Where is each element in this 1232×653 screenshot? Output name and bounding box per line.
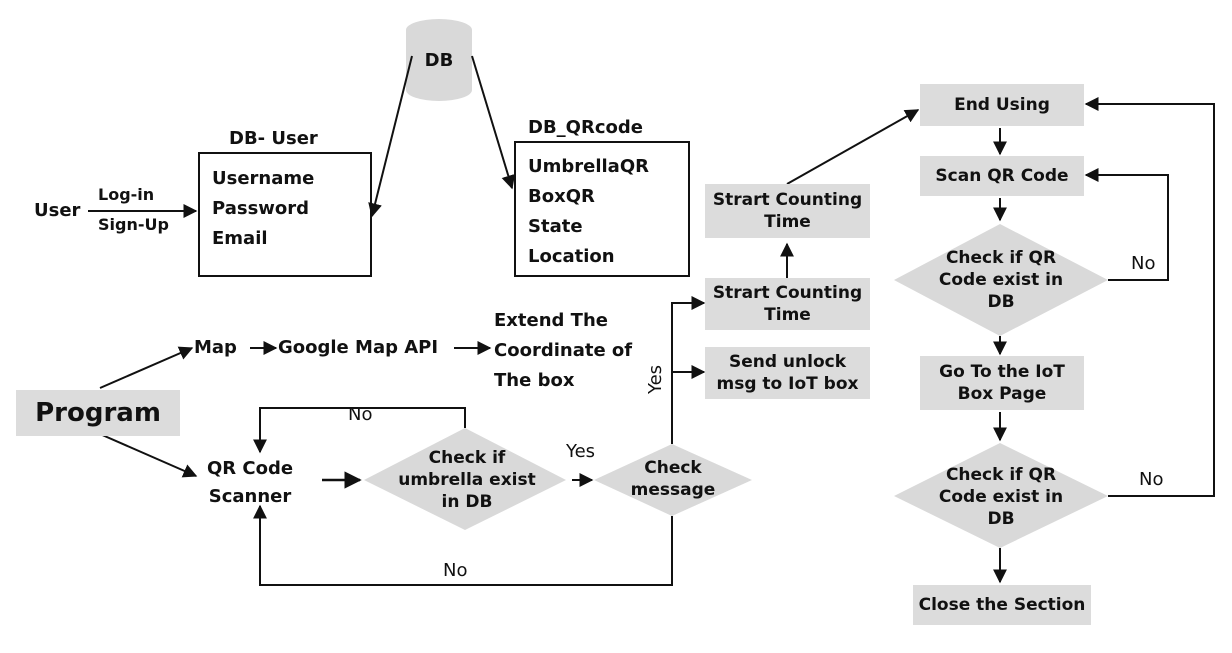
- check-qr-line: Check if QR: [945, 248, 1057, 268]
- counting-to-end-arrow: [786, 109, 920, 185]
- yes-label-umbrella: Yes: [566, 441, 596, 462]
- program-box: Program: [16, 390, 180, 436]
- extend-line: Extend The: [494, 310, 608, 331]
- program-label: Program: [35, 398, 161, 428]
- db-user-field: Username: [212, 168, 315, 189]
- db-qrcode-title: DB_QRcode: [528, 117, 643, 138]
- db-qrcode-field: BoxQR: [528, 186, 595, 207]
- end-using-label: End Using: [954, 95, 1050, 115]
- check-umbrella-line: umbrella exist: [398, 470, 536, 490]
- db-user-field: Password: [212, 198, 310, 219]
- check-message-label: Check message: [631, 457, 716, 501]
- user-label: User: [34, 200, 81, 221]
- db-cylinder-shape: [406, 19, 472, 101]
- check-qr-2-no-loop: [1084, 97, 1215, 497]
- counting-line: Strart Counting: [712, 283, 863, 303]
- send-unlock-box: Send unlock msg to IoT box: [705, 347, 870, 399]
- check-qr-1-no-loop: [1084, 168, 1169, 281]
- db-to-user-arrow: [368, 55, 413, 218]
- start-counting-box-bottom: Strart Counting Time: [705, 278, 870, 330]
- send-unlock-line: Send unlock: [728, 352, 847, 372]
- check-umbrella-diamond: [364, 428, 566, 530]
- db-qrcode-field: UmbrellaQR: [528, 156, 649, 177]
- google-api-label: Google Map API: [278, 337, 439, 358]
- qr-scanner-label: QR Code Scanner: [207, 455, 293, 511]
- db-user-field: Email: [212, 228, 268, 249]
- close-section-box: Close the Section: [913, 585, 1091, 625]
- counting-line: Time: [764, 305, 811, 325]
- check-umbrella-line: Check if: [428, 448, 506, 468]
- no-label-check-qr-1: No: [1131, 253, 1156, 274]
- go-iot-line: Go To the IoT: [939, 362, 1065, 382]
- no-label-message: No: [443, 560, 468, 581]
- no-label-umbrella: No: [348, 404, 373, 425]
- extend-line: Coordinate of: [494, 340, 633, 361]
- check-qr-line: Code exist in: [938, 487, 1064, 507]
- qr-scanner-line: QR Code: [206, 458, 294, 479]
- db-user-title: DB- User: [229, 128, 318, 149]
- extend-line: The box: [494, 370, 575, 391]
- send-unlock-line: msg to IoT box: [716, 374, 859, 394]
- check-qr-line: Check if QR: [945, 465, 1057, 485]
- close-section-label: Close the Section: [918, 595, 1086, 615]
- check-qr-diamond-2: [894, 443, 1108, 548]
- db-qrcode-table: [514, 141, 690, 277]
- db-cylinder-label: DB: [424, 50, 454, 71]
- counting-line: Strart Counting: [712, 190, 863, 210]
- db-to-qrcode-arrow: [471, 55, 516, 190]
- counting-line: Time: [764, 212, 811, 232]
- go-iot-box: Go To the IoT Box Page: [920, 356, 1084, 410]
- extend-coordinate-label: Extend The Coordinate of The box: [494, 306, 632, 396]
- check-qr-line: DB: [987, 509, 1015, 529]
- login-label: Log-in: [98, 185, 155, 204]
- end-using-box: End Using: [920, 84, 1084, 126]
- check-qr-1-label: Check if QR Code exist in DB: [939, 247, 1063, 313]
- program-to-map-arrow: [99, 346, 194, 389]
- check-qr-diamond-1: [894, 224, 1108, 336]
- db-qrcode-field: State: [528, 216, 583, 237]
- check-qr-line: DB: [987, 292, 1015, 312]
- check-umbrella-label: Check if umbrella exist in DB: [398, 447, 536, 513]
- scan-qr-box: Scan QR Code: [920, 156, 1084, 196]
- scan-qr-label: Scan QR Code: [935, 166, 1069, 186]
- db-user-table: [198, 152, 372, 277]
- check-qr-2-label: Check if QR Code exist in DB: [939, 464, 1063, 530]
- program-to-scanner-arrow: [99, 433, 198, 478]
- check-message-diamond: [594, 444, 752, 516]
- map-label: Map: [194, 337, 237, 358]
- check-message-no-loop: [253, 504, 673, 586]
- start-counting-box-top: Strart Counting Time: [705, 184, 870, 238]
- no-label-check-qr-2: No: [1139, 469, 1164, 490]
- check-umbrella-no-loop: [253, 407, 466, 454]
- check-message-yes-line: [671, 296, 706, 444]
- check-qr-line: Code exist in: [938, 270, 1064, 290]
- go-iot-line: Box Page: [957, 384, 1047, 404]
- qr-scanner-line: Scanner: [208, 486, 292, 507]
- signup-label: Sign-Up: [98, 215, 169, 234]
- check-message-line: message: [630, 480, 716, 500]
- db-qrcode-field: Location: [528, 246, 615, 267]
- check-message-line: Check: [644, 458, 702, 478]
- check-umbrella-line: in DB: [441, 492, 493, 512]
- yes-label-message: Yes: [645, 364, 666, 394]
